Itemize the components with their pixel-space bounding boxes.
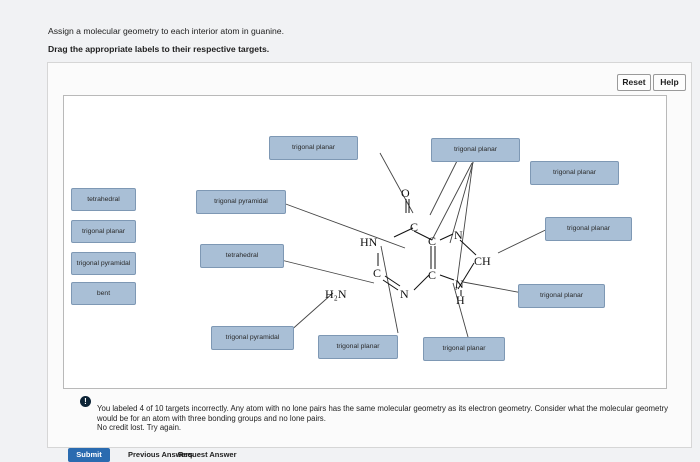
atom-ch: CH bbox=[474, 254, 491, 268]
atom-hn: HN bbox=[360, 235, 378, 249]
atom-c-carbonyl: C bbox=[410, 220, 418, 234]
target-label[interactable]: trigonal planar bbox=[431, 138, 520, 162]
target-label[interactable]: trigonal planar bbox=[518, 284, 605, 308]
target-label[interactable]: trigonal planar bbox=[423, 337, 505, 361]
label-bank-item-trigonal-planar[interactable]: trigonal planar bbox=[71, 220, 136, 243]
feedback-status: No credit lost. Try again. bbox=[97, 423, 182, 432]
atom-o: O bbox=[401, 186, 410, 200]
help-button[interactable]: Help bbox=[653, 74, 686, 91]
atom-c-left: C bbox=[373, 266, 381, 280]
alert-icon: ! bbox=[80, 396, 91, 407]
request-answer-link[interactable]: Request Answer bbox=[178, 450, 237, 459]
label-bank-item-tetrahedral[interactable]: tetrahedral bbox=[71, 188, 136, 211]
label-bank-item-bent[interactable]: bent bbox=[71, 282, 136, 305]
atom-n-bottom: N bbox=[400, 287, 409, 301]
target-label[interactable]: trigonal planar bbox=[545, 217, 632, 241]
atom-c-center-top: C bbox=[428, 234, 436, 248]
atom-c-center-bottom: C bbox=[428, 268, 436, 282]
label-bank-item-trigonal-pyramidal[interactable]: trigonal pyramidal bbox=[71, 252, 136, 275]
reset-button[interactable]: Reset bbox=[617, 74, 651, 91]
target-label[interactable]: trigonal planar bbox=[269, 136, 358, 160]
atom-h2n: H₂N bbox=[325, 287, 347, 301]
instruction-bold-text: Drag the appropriate labels to their res… bbox=[48, 44, 270, 54]
drag-drop-panel: Reset Help tetrahedral trigonal planar t… bbox=[47, 62, 692, 448]
instruction-text: Assign a molecular geometry to each inte… bbox=[48, 26, 284, 36]
target-label[interactable]: trigonal planar bbox=[318, 335, 398, 359]
atom-h: H bbox=[456, 293, 465, 307]
target-label[interactable]: trigonal pyramidal bbox=[196, 190, 286, 214]
submit-button[interactable]: Submit bbox=[68, 448, 110, 462]
atom-n-bottom-right: N bbox=[455, 277, 464, 291]
target-label[interactable]: trigonal pyramidal bbox=[211, 326, 294, 350]
target-label[interactable]: trigonal planar bbox=[530, 161, 619, 185]
previous-answers-link[interactable]: Previous Answers bbox=[128, 450, 193, 459]
target-label[interactable]: tetrahedral bbox=[200, 244, 284, 268]
guanine-structure: O C HN C H₂N N C C N CH N H bbox=[280, 152, 561, 338]
atom-n-top-right: N bbox=[454, 228, 463, 242]
feedback-message: You labeled 4 of 10 targets incorrectly.… bbox=[97, 404, 669, 423]
